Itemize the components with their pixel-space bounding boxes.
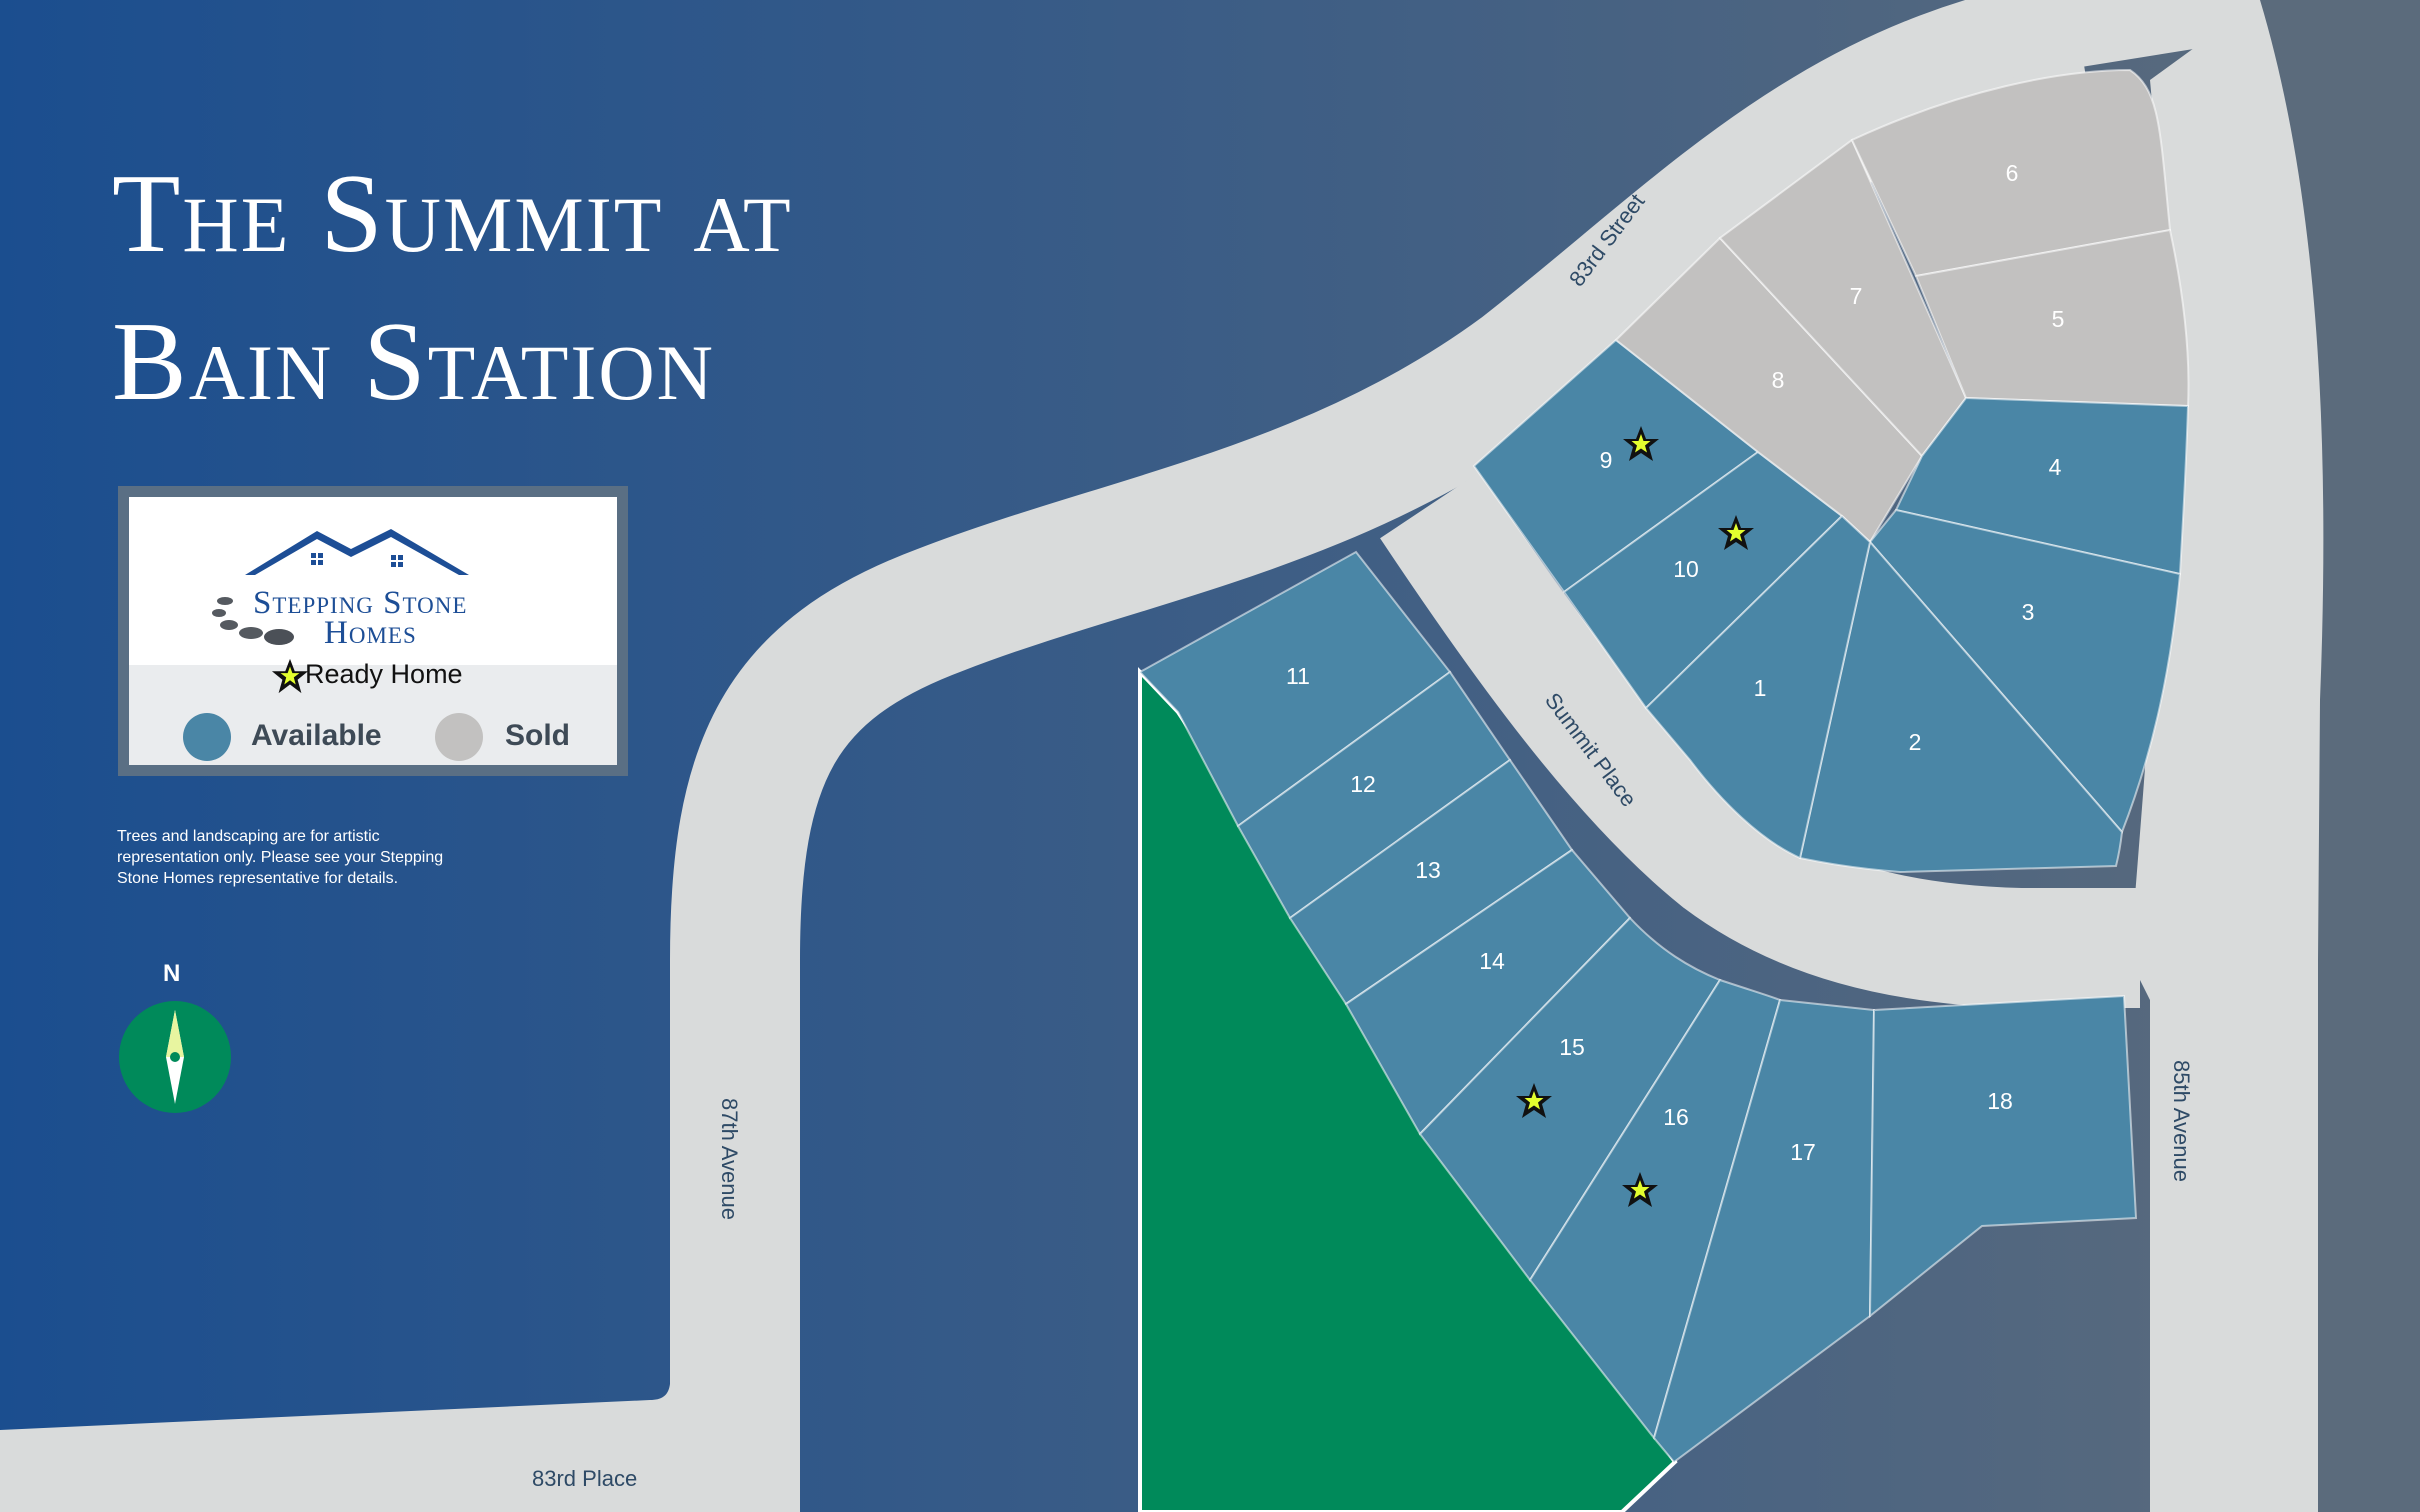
- lot-number: 16: [1663, 1104, 1689, 1130]
- lot-number: 17: [1790, 1139, 1816, 1165]
- title-line-1: The Summit at: [112, 152, 793, 276]
- compass-icon: [119, 1001, 231, 1113]
- legend-card: Stepping Stone Homes Ready Home Availabl…: [129, 497, 617, 765]
- lots-layer: [1138, 68, 2190, 1464]
- lot-5-parcel[interactable]: [1914, 228, 2190, 408]
- ready-home-star-icon: [1622, 1172, 1658, 1207]
- lot-18-parcel[interactable]: [1868, 994, 2138, 1319]
- lot-number: 13: [1415, 857, 1441, 883]
- brand-name-line-1: Stepping Stone: [253, 585, 468, 621]
- lot-number: 2: [1909, 729, 1922, 755]
- lot-number: 5: [2052, 306, 2065, 332]
- lot-number: 14: [1479, 948, 1505, 974]
- lot-number: 12: [1350, 771, 1376, 797]
- ready-home-star-icon: [1718, 515, 1754, 550]
- road-label-83rd-place: 83rd Place: [532, 1466, 637, 1491]
- lot-6-parcel[interactable]: [1850, 68, 2172, 278]
- road-83rd-street-end: [1990, 0, 2260, 80]
- brand-name-line-2: Homes: [324, 615, 417, 651]
- disclaimer-text: Trees and landscaping are for artistic r…: [117, 828, 444, 887]
- ready-home-star-icon: [1516, 1083, 1552, 1118]
- lot-number: 7: [1850, 283, 1863, 309]
- lot-number: 11: [1286, 663, 1310, 689]
- legend-sold-label: Sold: [505, 719, 570, 752]
- house-logo-icon: [212, 529, 469, 645]
- ready-home-star-icon: [271, 658, 309, 694]
- road-label-87th-avenue: 87th Avenue: [717, 1098, 742, 1220]
- lot-number: 9: [1600, 447, 1613, 473]
- lot-number: 10: [1673, 556, 1699, 582]
- compass-north-label: N: [163, 960, 181, 987]
- road-label-85th-avenue: 85th Avenue: [2169, 1060, 2194, 1182]
- legend-available-label: Available: [251, 719, 382, 752]
- lot-labels: 1 2 3 4 5 6 7 8 9 10 11 12 13 14 15 16 1…: [1286, 160, 2064, 1165]
- title-line-2: Bain Station: [112, 300, 715, 424]
- lot-number: 8: [1772, 367, 1785, 393]
- lot-number: 6: [2006, 160, 2019, 186]
- lot-2-parcel[interactable]: [1798, 539, 2124, 874]
- sold-swatch-icon: [435, 713, 483, 761]
- road-summit-place: [1380, 471, 2140, 1008]
- road-87th-avenue: [670, 0, 2091, 1512]
- lot-number: 18: [1987, 1088, 2013, 1114]
- lot-number: 3: [2022, 599, 2035, 625]
- lot-number: 1: [1754, 675, 1767, 701]
- lot-1-parcel[interactable]: [1644, 514, 1872, 860]
- lot-number: 4: [2049, 454, 2062, 480]
- lot-3-parcel[interactable]: [1868, 508, 2182, 834]
- page-title: The Summit at Bain Station: [112, 140, 793, 436]
- lot-number: 15: [1559, 1034, 1585, 1060]
- ready-stars: [1516, 426, 1754, 1207]
- available-swatch-icon: [183, 713, 231, 761]
- legend-panel: Stepping Stone Homes Ready Home Availabl…: [118, 486, 628, 776]
- ready-home-star-icon: [1623, 426, 1659, 461]
- road-83rd-place: [0, 1360, 800, 1512]
- legend-ready-label: Ready Home: [305, 659, 463, 689]
